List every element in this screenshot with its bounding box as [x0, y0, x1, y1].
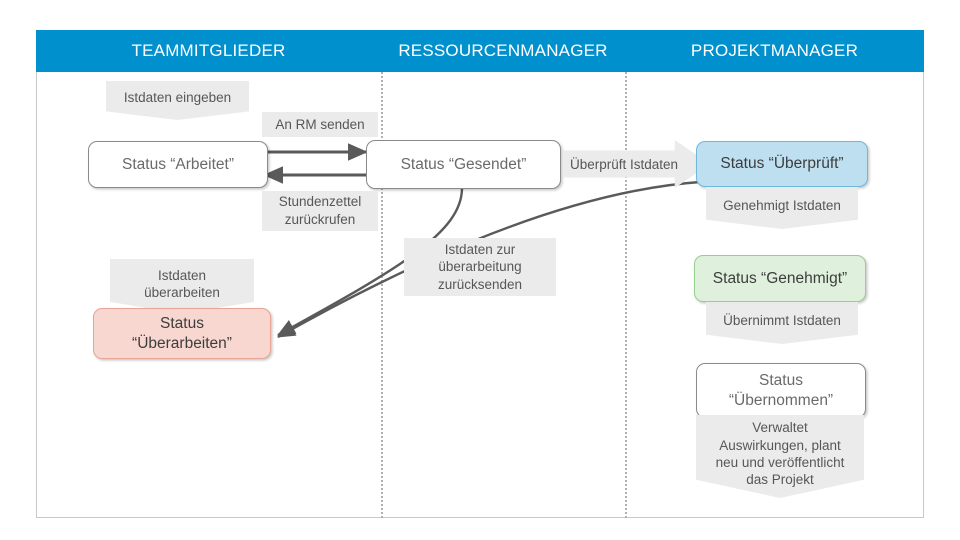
label-istdaten-ueberarbeiten: Istdaten überarbeiten — [110, 259, 254, 314]
label-istdaten-zur-ueberarbeitung: Istdaten zur überarbeitung zurücksenden — [404, 238, 556, 296]
label-an-rm-senden: An RM senden — [262, 112, 378, 137]
lane-header-projektmanager: PROJEKTMANAGER — [690, 41, 859, 60]
label-genehmigt-istdaten: Genehmigt Istdaten — [706, 187, 858, 229]
lane-divider-2 — [625, 72, 627, 518]
node-status-genehmigt[interactable]: Status “Genehmigt” — [694, 255, 866, 302]
label-istdaten-eingeben: Istdaten eingeben — [106, 81, 249, 120]
node-status-gesendet[interactable]: Status “Gesendet” — [366, 140, 561, 189]
swimlane-header-band: TEAMMITGLIEDER RESSOURCENMANAGER PROJEKT… — [36, 30, 924, 72]
label-stundenzettel-zurueckrufen: Stundenzettel zurückrufen — [262, 191, 378, 231]
node-status-ueberarbeiten[interactable]: Status “Überarbeiten” — [93, 308, 271, 359]
node-status-arbeitet[interactable]: Status “Arbeitet” — [88, 141, 268, 188]
lane-header-ressourcenmanager: RESSOURCENMANAGER — [398, 41, 608, 60]
label-uebernimmt-istdaten: Übernimmt Istdaten — [706, 302, 858, 344]
label-verwaltet-auswirkungen: Verwaltet Auswirkungen, plant neu und ve… — [696, 415, 864, 498]
node-status-ueberprueft[interactable]: Status “Überprüft” — [696, 141, 868, 187]
lane-divider-1 — [381, 72, 383, 518]
node-status-uebernommen[interactable]: Status “Übernommen” — [696, 363, 866, 418]
lane-header-teammitglieder: TEAMMITGLIEDER — [131, 41, 286, 60]
